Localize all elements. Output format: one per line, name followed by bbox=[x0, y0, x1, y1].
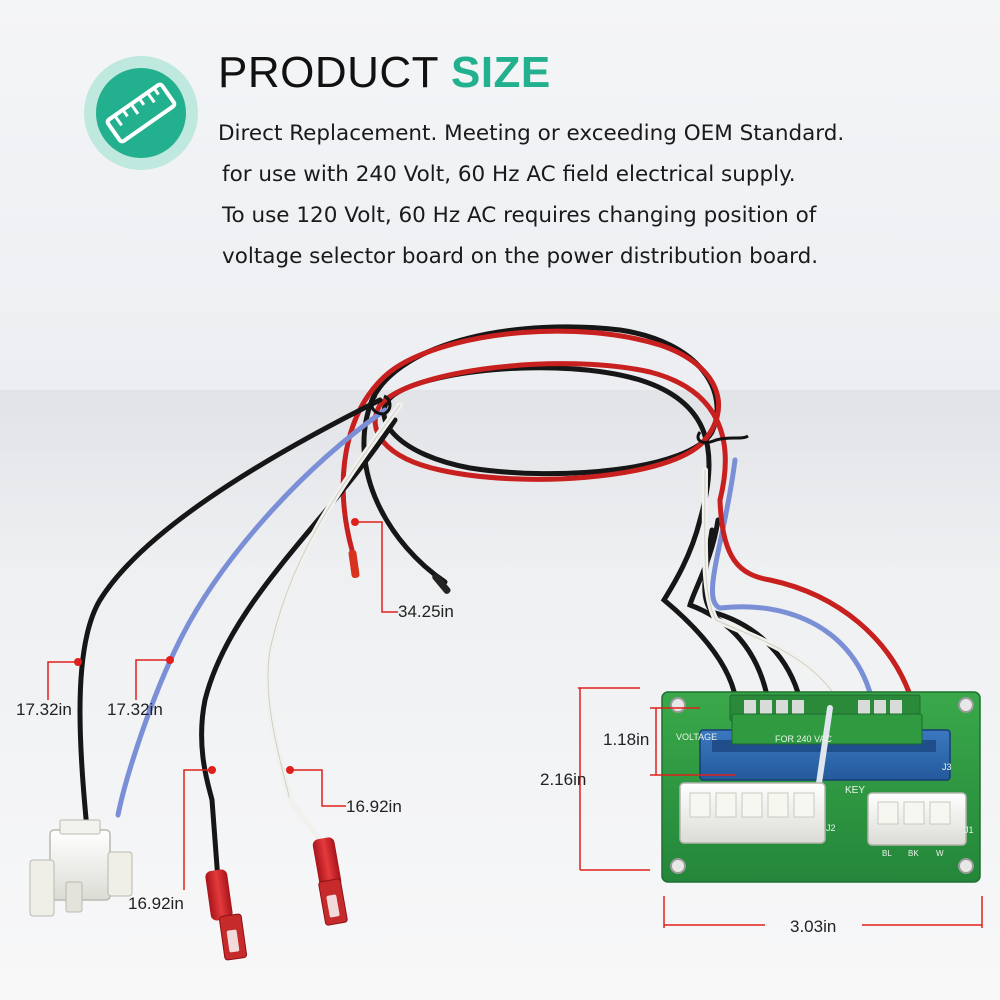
product-description: Direct Replacement. Meeting or exceeding… bbox=[218, 113, 978, 277]
dimension-label-black-terminal: 16.92in bbox=[128, 894, 184, 913]
description-line: To use 120 Volt, 60 Hz AC requires chang… bbox=[222, 203, 817, 228]
logo-circle bbox=[96, 68, 186, 158]
title-main: PRODUCT bbox=[218, 48, 451, 97]
board-label-bl: BL bbox=[882, 849, 892, 858]
title-accent: SIZE bbox=[450, 48, 551, 97]
board-label-voltage: VOLTAGE bbox=[676, 732, 717, 742]
dimension-label-blue-wire: 17.32in bbox=[107, 700, 163, 719]
ruler-icon bbox=[105, 82, 177, 144]
board-label-j3: J3 bbox=[942, 762, 952, 772]
board-label-bk: BK bbox=[908, 849, 919, 858]
molex-plug bbox=[29, 819, 133, 917]
description-line: voltage selector board on the power dist… bbox=[222, 244, 819, 269]
dimension-label-white-wire: 16.92in bbox=[346, 797, 402, 816]
description-line: for use with 240 Volt, 60 Hz AC field el… bbox=[222, 162, 796, 187]
spade-terminals bbox=[205, 837, 348, 961]
board-label-j1: J1 bbox=[964, 825, 974, 835]
board-label-w: W bbox=[936, 849, 944, 858]
power-distribution-board: VOLTAGE FOR 240 VAC KEY J3 J2 J1 BL BK W bbox=[661, 691, 981, 883]
dimension-markers bbox=[74, 518, 359, 774]
wire-loop-red-black bbox=[340, 324, 728, 585]
description-line: Direct Replacement. Meeting or exceeding… bbox=[218, 121, 845, 146]
dimension-label-board-height: 2.16in bbox=[540, 770, 587, 789]
board-label-j2: J2 bbox=[826, 823, 836, 833]
board-label-key: KEY bbox=[845, 785, 865, 796]
wires-left-bundle bbox=[77, 397, 403, 883]
dimension-lines bbox=[47, 521, 983, 928]
cable-tie bbox=[370, 394, 749, 444]
wire-ends bbox=[348, 549, 451, 594]
dimension-label-board-width: 3.03in bbox=[790, 917, 837, 936]
dimension-label-black-wire: 17.32in bbox=[16, 700, 72, 719]
board-label-for: FOR 240 VAC bbox=[775, 734, 832, 744]
dimension-label-selector-height: 1.18in bbox=[603, 730, 650, 749]
page-title: PRODUCT SIZE bbox=[218, 48, 551, 98]
dimension-label-34in: 34.25in bbox=[398, 602, 454, 621]
logo-badge bbox=[84, 56, 198, 170]
wires-to-board bbox=[660, 457, 913, 703]
